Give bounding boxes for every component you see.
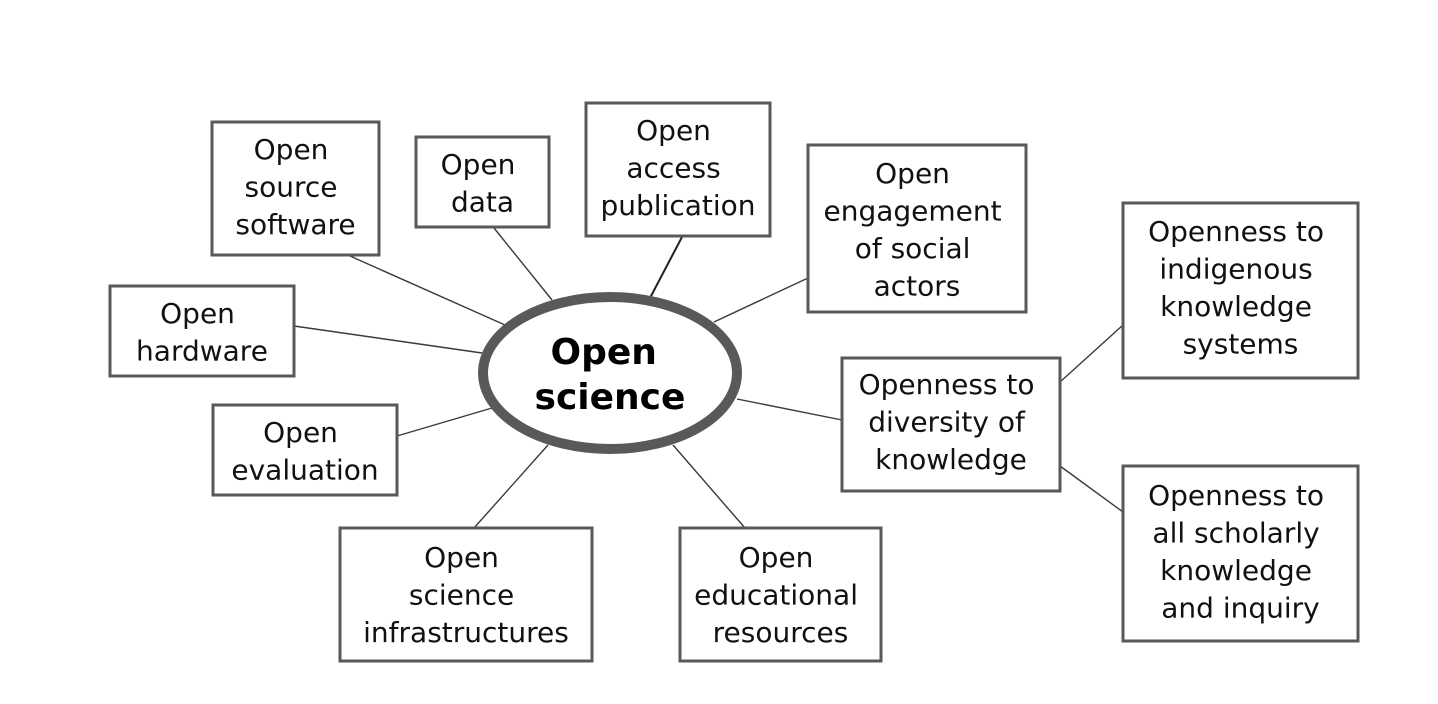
node-box: [678, 526, 883, 663]
node-label-line: Open: [636, 114, 711, 147]
node-label: Openness to diversity of knowledge: [859, 368, 1044, 476]
node-label-line: knowledge: [875, 443, 1027, 476]
node-open-access-publication: Open access publication: [584, 101, 772, 238]
node-box: [806, 143, 1028, 314]
node-box: [1121, 464, 1360, 643]
node-open-evaluation: Open evaluation: [211, 403, 399, 497]
connector-open-data: [493, 227, 553, 301]
node-label-line: Open: [160, 297, 235, 330]
node-openness-indigenous: Openness to indigenous knowledge systems: [1121, 201, 1360, 380]
node-label-line: science: [409, 579, 514, 612]
node-open-hardware: Open hardware: [108, 284, 296, 378]
node-label-line: Open: [441, 148, 516, 181]
node-box: [210, 120, 381, 257]
node-label-line: Openness to: [1148, 479, 1324, 512]
center-label-line: science: [535, 377, 686, 418]
node-box: [1121, 201, 1360, 380]
node-label-line: Open: [263, 416, 338, 449]
node-label: Openness to all scholarly knowledge and …: [1148, 479, 1333, 625]
connector-source-software: [349, 255, 506, 326]
connector-open-access: [649, 236, 683, 299]
node-label-line: of social: [855, 232, 971, 265]
node-label-line: evaluation: [231, 454, 378, 487]
node-label-line: and inquiry: [1161, 592, 1319, 625]
node-label-line: actors: [874, 270, 961, 303]
node-box: [840, 356, 1062, 493]
center-label: Open science: [535, 332, 686, 418]
node-label-line: Open: [739, 541, 814, 574]
node-label-line: all scholarly: [1152, 517, 1319, 550]
node-label-line: hardware: [136, 335, 268, 368]
node-open-source-software: Open source software: [210, 120, 381, 257]
node-label-line: engagement: [823, 195, 1001, 228]
node-label-line: knowledge: [1160, 554, 1312, 587]
node-box: [584, 101, 772, 238]
node-label-line: Openness to: [1148, 215, 1324, 248]
node-open-engagement: Open engagement of social actors: [806, 143, 1028, 314]
node-label-line: access: [626, 152, 720, 185]
connectors: [293, 227, 1124, 529]
connector-open-educational: [672, 444, 746, 529]
center-ellipse: [478, 292, 742, 454]
node-label-line: data: [451, 186, 514, 219]
node-label-line: Openness to: [859, 368, 1035, 401]
node-label-line: educational: [694, 579, 858, 612]
node-openness-diversity: Openness to diversity of knowledge: [840, 356, 1062, 493]
node-label-line: knowledge: [1160, 290, 1312, 323]
node-label-line: infrastructures: [363, 616, 569, 649]
node-open-educational-resources: Open educational resources: [678, 526, 883, 663]
connector-open-hardware: [293, 325, 483, 354]
node-label: Open data: [441, 148, 525, 219]
node-label-line: indigenous: [1159, 253, 1312, 286]
node-box: [211, 403, 399, 497]
node-label: Open evaluation: [231, 416, 378, 487]
connector-open-infrastructures: [473, 444, 549, 529]
node-open-science-infrastructures: Open science infrastructures: [338, 526, 594, 663]
node-label-line: Open: [254, 133, 329, 166]
node-openness-scholarly: Openness to all scholarly knowledge and …: [1121, 464, 1360, 643]
node-box: [108, 284, 296, 378]
connector-open-evaluation: [396, 407, 493, 437]
node-box: [414, 135, 551, 229]
node-label: Open hardware: [136, 297, 268, 368]
node-label: Open access publication: [600, 114, 755, 222]
connector-openness-indigenous: [1059, 324, 1124, 383]
node-open-data: Open data: [414, 135, 551, 229]
node-box: [338, 526, 594, 663]
node-label: Open educational resources: [694, 541, 867, 649]
node-label-line: Open: [424, 541, 499, 574]
node-label-line: diversity of: [868, 406, 1026, 439]
node-label-line: publication: [600, 189, 755, 222]
connector-open-engagement: [713, 277, 809, 323]
node-label: Openness to indigenous knowledge systems: [1148, 215, 1333, 361]
node-label-line: source: [245, 171, 338, 204]
node-label: Open engagement of social actors: [823, 157, 1010, 303]
center-node-open-science: Open science: [478, 292, 742, 454]
node-label-line: resources: [713, 616, 849, 649]
node-label: Open source software: [235, 133, 355, 241]
center-label-line: Open: [551, 332, 657, 373]
connector-openness-diversity: [736, 398, 843, 421]
node-label: Open science infrastructures: [363, 541, 569, 649]
connector-openness-scholarly: [1059, 465, 1124, 513]
node-label-line: Open: [875, 157, 950, 190]
node-label-line: software: [235, 208, 355, 241]
node-label-line: systems: [1183, 328, 1299, 361]
